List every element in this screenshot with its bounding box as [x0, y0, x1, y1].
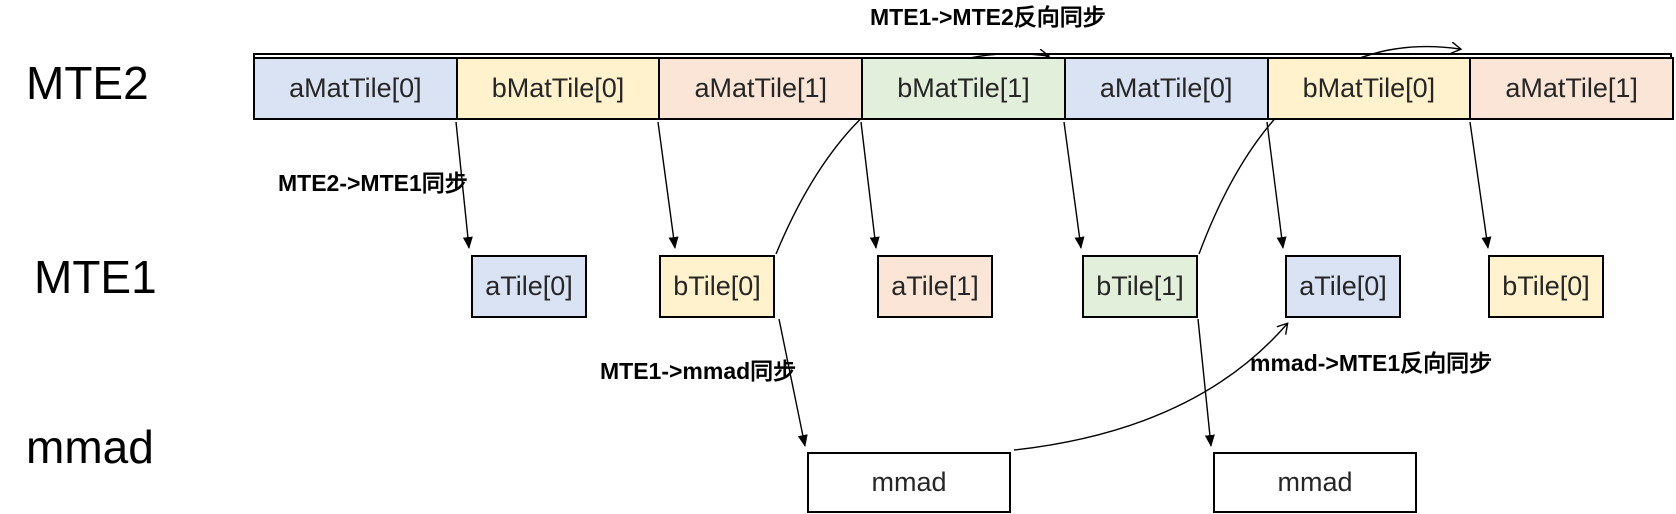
- label-mte2-to-mte1-sync: MTE2->MTE1同步: [278, 170, 468, 196]
- mte1-box-4: aTile[0]: [1285, 255, 1401, 318]
- arrow-mte2-to-mte1-4: [1063, 121, 1085, 249]
- arrow-mte2-to-mte1-3: [860, 121, 880, 249]
- mmad-box-0: mmad: [807, 452, 1011, 513]
- mte2-cell-5: bMatTile[0]: [1266, 57, 1472, 120]
- mte1-box-3: bTile[1]: [1082, 255, 1198, 318]
- mte2-cell-6: aMatTile[1]: [1469, 57, 1674, 120]
- row-label-mte2: MTE2: [26, 57, 149, 109]
- mte1-box-1: bTile[0]: [659, 255, 775, 318]
- label-mmad-to-mte1-reverse-sync: mmad->MTE1反向同步: [1250, 350, 1493, 376]
- arrow-mte2-to-mte1-6: [1469, 121, 1492, 249]
- mte2-cell-2: aMatTile[1]: [658, 57, 864, 120]
- label-mte1-to-mmad-sync: MTE1->mmad同步: [600, 358, 797, 384]
- mte1-box-2: aTile[1]: [877, 255, 993, 318]
- label-mte1-to-mte2-reverse-sync: MTE1->MTE2反向同步: [870, 4, 1106, 30]
- arrow-mte2-to-mte1-5: [1266, 121, 1287, 249]
- mmad-box-1: mmad: [1213, 452, 1417, 513]
- mte2-cell-0: aMatTile[0]: [253, 57, 458, 120]
- arrow-mte2-to-mte1-2: [657, 121, 679, 249]
- mte1-box-5: bTile[0]: [1488, 255, 1604, 318]
- mte2-cell-1: bMatTile[0]: [455, 57, 661, 120]
- arrow-mmad-to-mte1-reverse: [1013, 324, 1287, 451]
- row-label-mte1: MTE1: [34, 251, 157, 303]
- mte2-cell-4: aMatTile[0]: [1063, 57, 1269, 120]
- row-label-mmad: mmad: [26, 421, 154, 473]
- mte2-cell-3: bMatTile[1]: [861, 57, 1066, 120]
- arrow-mte1-to-mmad-2: [1197, 318, 1215, 447]
- mte1-box-0: aTile[0]: [471, 255, 587, 318]
